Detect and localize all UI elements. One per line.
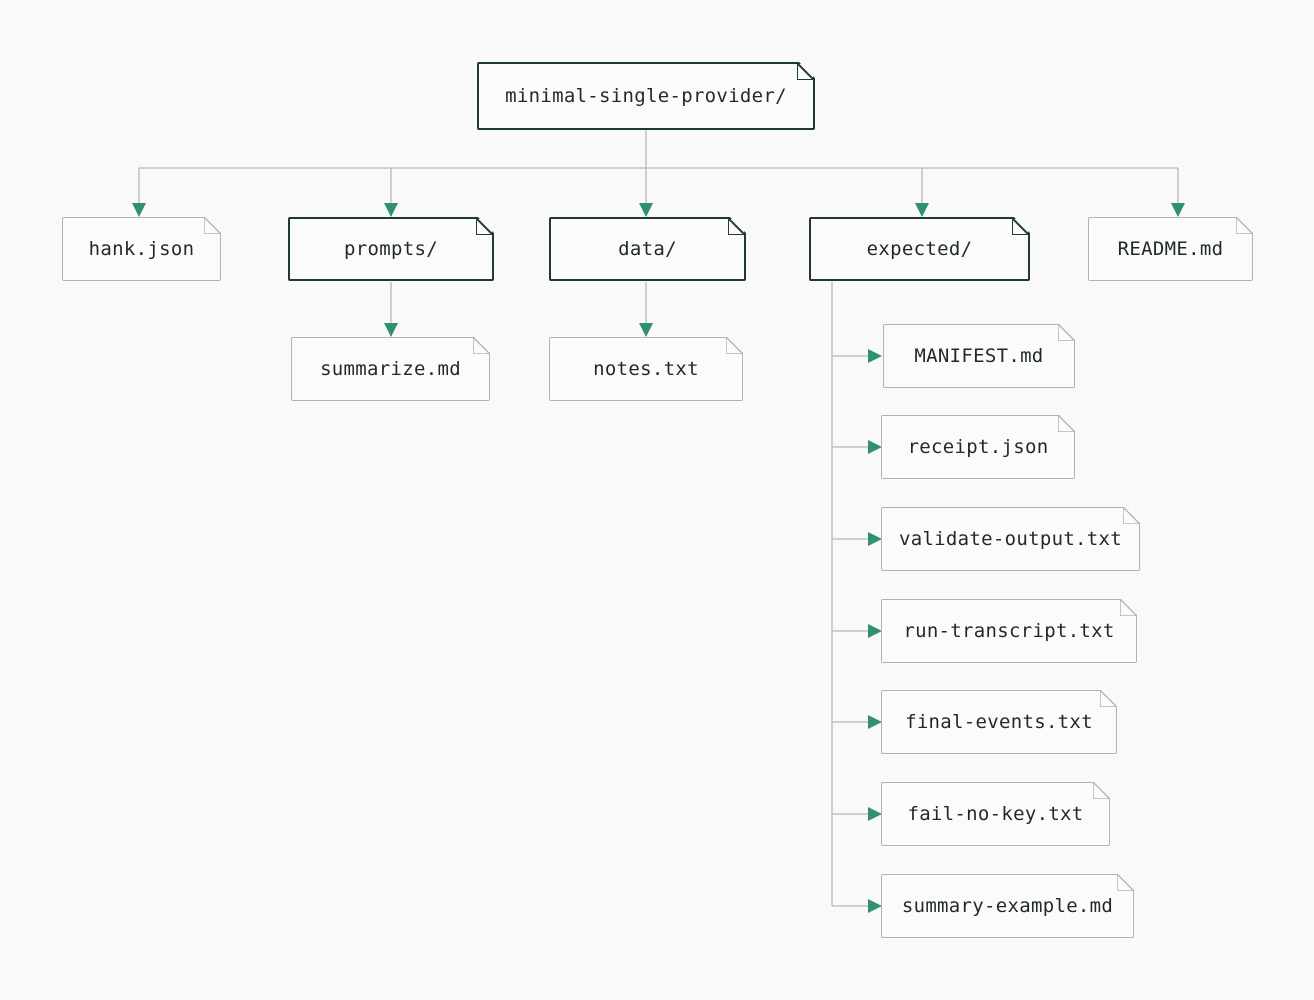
folded-corner-icon: [476, 218, 493, 235]
file-node-notes-txt[interactable]: notes.txt: [549, 337, 743, 401]
directory-node-expected[interactable]: expected/: [809, 217, 1030, 281]
file-node-validate-output-txt[interactable]: validate-output.txt: [881, 507, 1140, 571]
folded-corner-icon: [1058, 324, 1075, 341]
folded-corner-icon: [1117, 874, 1134, 891]
file-label: final-events.txt: [905, 711, 1093, 733]
folded-corner-icon: [204, 217, 221, 234]
folded-corner-icon: [1093, 782, 1110, 799]
root-directory-node[interactable]: minimal-single-provider/: [477, 62, 815, 130]
file-label: fail-no-key.txt: [907, 803, 1084, 825]
folded-corner-icon: [797, 63, 814, 80]
file-label: hank.json: [88, 238, 195, 260]
folded-corner-icon: [1100, 690, 1117, 707]
folded-corner-icon: [1012, 218, 1029, 235]
file-label: receipt.json: [907, 436, 1049, 458]
file-node-run-transcript-txt[interactable]: run-transcript.txt: [881, 599, 1137, 663]
file-label: validate-output.txt: [898, 528, 1123, 550]
directory-node-data[interactable]: data/: [549, 217, 746, 281]
file-label: notes.txt: [593, 358, 699, 380]
file-node-manifest-md[interactable]: MANIFEST.md: [883, 324, 1075, 388]
file-label: README.md: [1117, 238, 1224, 260]
folded-corner-icon: [1123, 507, 1140, 524]
folded-corner-icon: [1058, 415, 1075, 432]
file-node-summary-example-md[interactable]: summary-example.md: [881, 874, 1134, 938]
folded-corner-icon: [728, 218, 745, 235]
file-node-fail-no-key-txt[interactable]: fail-no-key.txt: [881, 782, 1110, 846]
root-directory-label: minimal-single-provider/: [505, 85, 787, 107]
directory-label: data/: [618, 238, 677, 260]
file-label: summary-example.md: [901, 895, 1114, 917]
file-label: run-transcript.txt: [903, 620, 1115, 642]
file-node-readme-md[interactable]: README.md: [1088, 217, 1253, 281]
file-node-summarize-md[interactable]: summarize.md: [291, 337, 490, 401]
directory-node-prompts[interactable]: prompts/: [288, 217, 494, 281]
file-node-final-events-txt[interactable]: final-events.txt: [881, 690, 1117, 754]
folded-corner-icon: [1236, 217, 1253, 234]
file-label: MANIFEST.md: [914, 345, 1044, 367]
directory-label: prompts/: [344, 238, 438, 260]
directory-label: expected/: [866, 238, 973, 260]
folded-corner-icon: [1120, 599, 1137, 616]
file-node-hank-json[interactable]: hank.json: [62, 217, 221, 281]
file-node-receipt-json[interactable]: receipt.json: [881, 415, 1075, 479]
file-label: summarize.md: [320, 358, 461, 380]
folded-corner-icon: [726, 337, 743, 354]
folded-corner-icon: [473, 337, 490, 354]
